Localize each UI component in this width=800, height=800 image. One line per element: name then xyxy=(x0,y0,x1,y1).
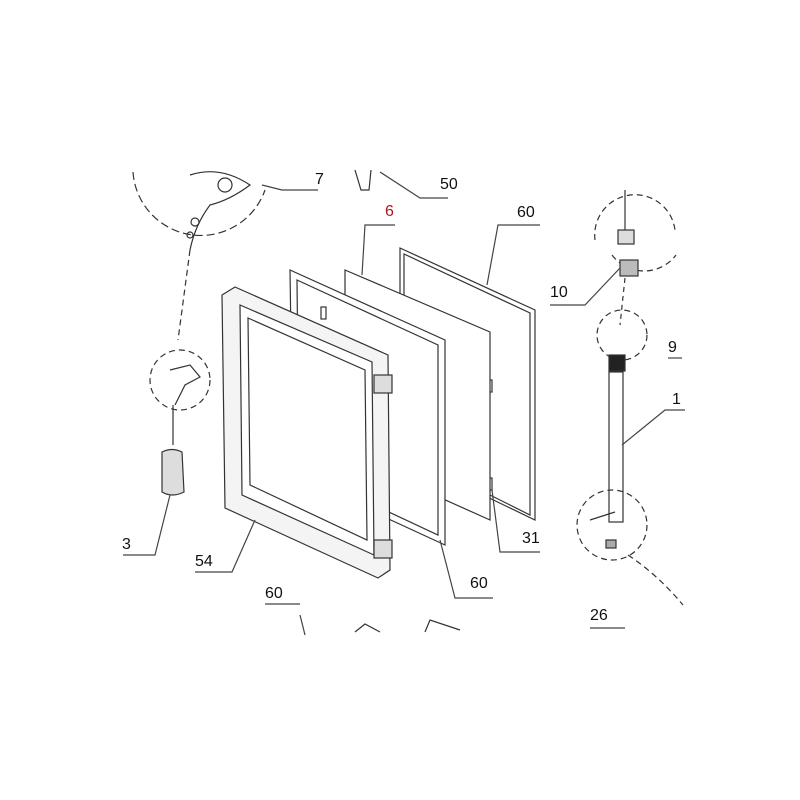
callout-1: 1 xyxy=(672,391,681,408)
callout-26: 26 xyxy=(590,607,608,624)
door-frame-54 xyxy=(221,286,393,579)
callout-60-panel: 60 xyxy=(517,204,535,221)
callout-50: 50 xyxy=(440,176,458,193)
leader-lines xyxy=(123,171,685,636)
hinge-detail-callout xyxy=(132,171,266,341)
rod-assembly xyxy=(576,190,684,606)
handle-detail-callout xyxy=(149,349,211,496)
callout-60-bottom: 60 xyxy=(265,585,283,602)
callout-7: 7 xyxy=(315,171,324,188)
callout-6: 6 xyxy=(385,203,394,220)
callout-3: 3 xyxy=(122,536,131,553)
callout-60-gasket: 60 xyxy=(470,575,488,592)
callout-9: 9 xyxy=(668,339,677,356)
callout-10: 10 xyxy=(550,284,568,301)
callout-54: 54 xyxy=(195,553,213,570)
part-50 xyxy=(354,169,372,191)
callout-31: 31 xyxy=(522,530,540,547)
